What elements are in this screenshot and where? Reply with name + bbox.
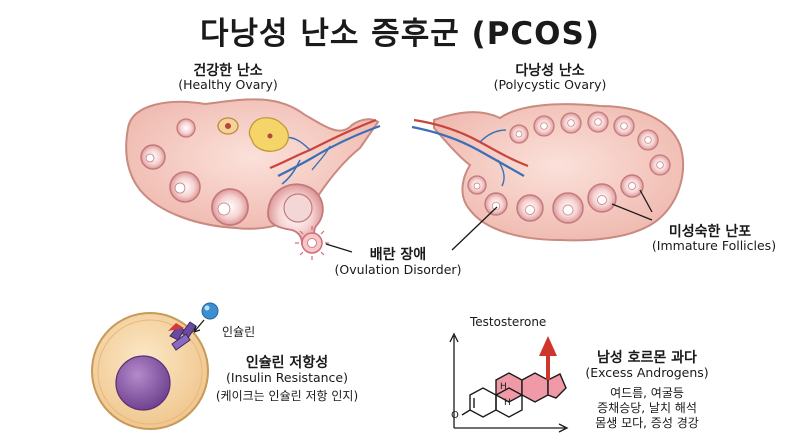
steroid-atom-h1: H xyxy=(500,382,507,392)
testosterone-axis-label: Testosterone xyxy=(470,315,547,329)
insulin-resistance-note: (케이크는 인슐린 저항 인지) xyxy=(215,389,359,403)
androgen-symptom-2: 증채승당, 날치 해석 xyxy=(597,401,697,415)
ovulation-pointer xyxy=(325,243,353,253)
insulin-cell xyxy=(91,302,219,430)
immature-follicles-subtitle: (Immature Follicles) xyxy=(651,238,777,253)
steroid-atom-o: O xyxy=(451,410,459,421)
follicle-pointer-2 xyxy=(611,203,653,221)
insulin-resistance-title: 인슐린 저항성 xyxy=(245,355,329,371)
immature-follicles xyxy=(467,111,671,224)
insulin-molecule-label: 인슐린 xyxy=(222,325,256,339)
follicle-pointer-3 xyxy=(639,189,653,213)
androgen-symptom-1: 여드름, 여굴등 xyxy=(610,386,684,400)
polycystic-ovary-title: 다낭성 난소 xyxy=(515,63,585,79)
polycystic-ovary xyxy=(411,103,684,251)
polycystic-ovary-subtitle: (Polycystic Ovary) xyxy=(493,77,607,92)
healthy-ovary-title: 건강한 난소 xyxy=(193,63,263,79)
follicle-pointer-1 xyxy=(451,206,498,251)
excess-androgens-subtitle: (Excess Androgens) xyxy=(585,365,709,380)
immature-follicles-title: 미성숙한 난포 xyxy=(668,224,752,240)
excess-androgens-title: 남성 호르몬 과다 xyxy=(597,350,697,366)
androgen-symptom-3: 몸생 모다, 증성 경강 xyxy=(595,416,699,430)
page-title: 다낭성 난소 증후군 (PCOS) xyxy=(199,16,601,52)
testosterone-chart xyxy=(449,332,569,433)
steroid-structure xyxy=(461,372,567,418)
ovulation-disorder-subtitle: (Ovulation Disorder) xyxy=(334,262,462,277)
healthy-ovary xyxy=(125,98,381,260)
insulin-resistance-subtitle: (Insulin Resistance) xyxy=(226,370,348,385)
healthy-ovary-subtitle: (Healthy Ovary) xyxy=(178,77,278,92)
ovulation-disorder-title: 배란 장애 xyxy=(369,247,427,263)
steroid-atom-h2: H xyxy=(504,398,511,408)
